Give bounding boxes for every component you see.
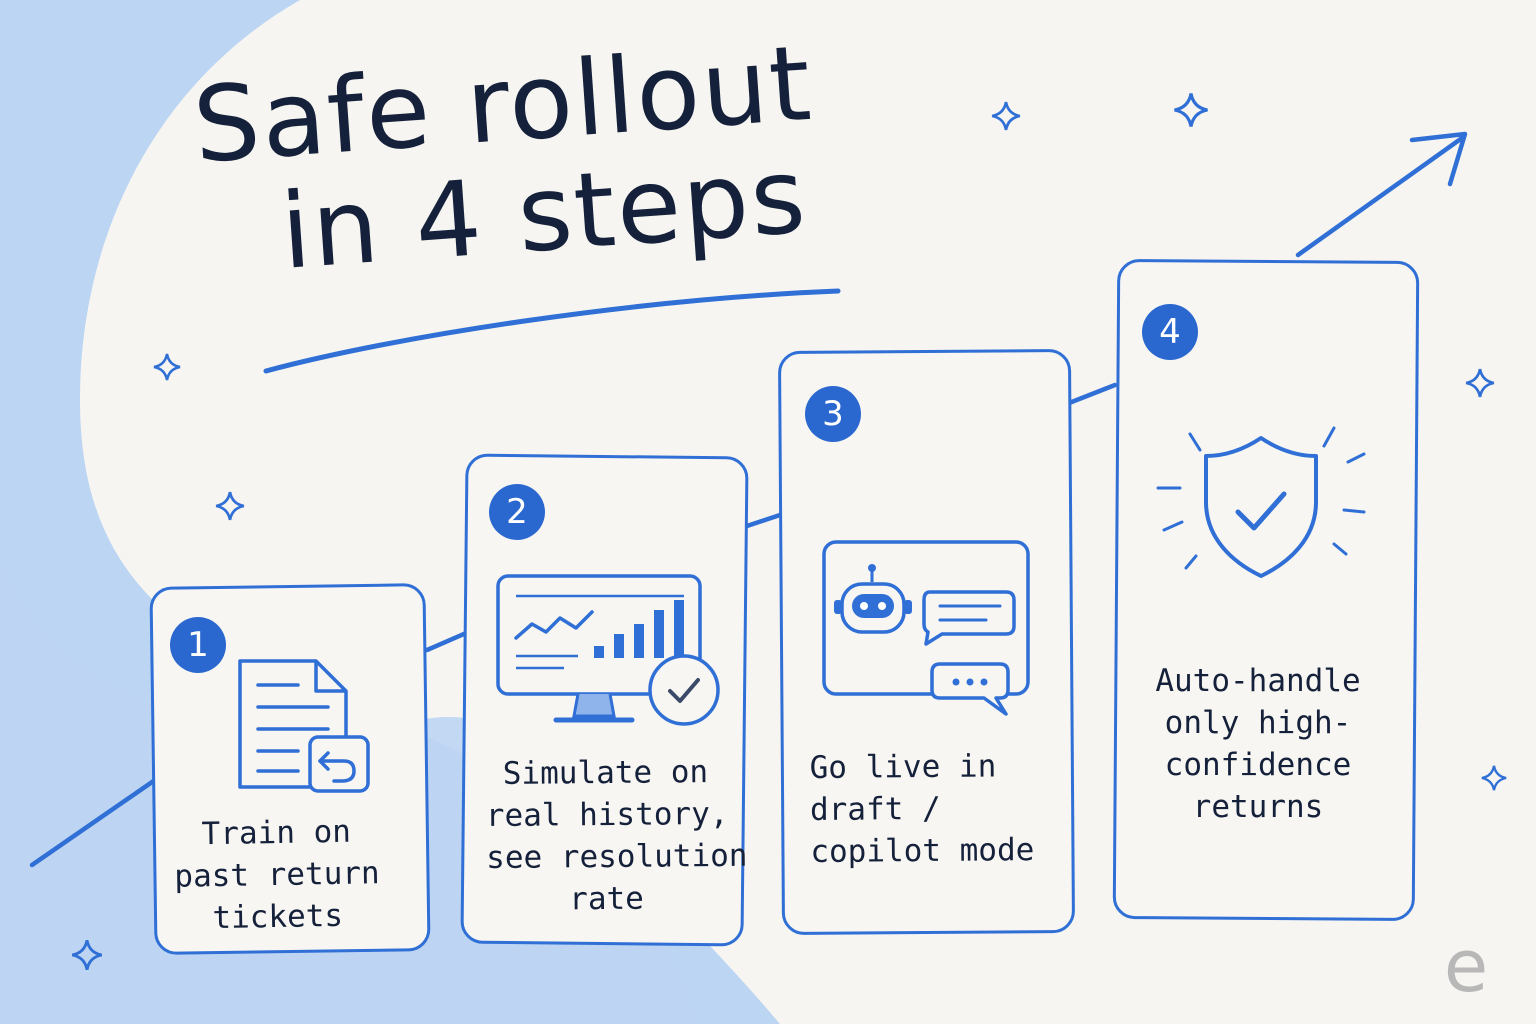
step-number-badge-2: 2 xyxy=(489,484,545,540)
sparkle-icon xyxy=(71,939,103,971)
step-label-line: draft / xyxy=(809,790,941,829)
sparkle-icon xyxy=(1481,765,1507,791)
step-label-line: confidence xyxy=(1164,747,1352,783)
step-label-line: Go live in xyxy=(809,748,997,787)
step-label-line: rate xyxy=(569,880,645,918)
step-number-badge-4: 4 xyxy=(1142,304,1198,360)
sparkle-icon xyxy=(1465,368,1495,398)
step-label-line: returns xyxy=(1192,789,1324,825)
step-label-line: see resolution xyxy=(486,837,748,877)
shield-check-icon xyxy=(1156,426,1366,578)
brand-logo-icon: e xyxy=(1443,924,1489,1008)
step-label-3: Go live in draft / copilot mode xyxy=(809,745,1046,873)
step-label-line: Train on xyxy=(201,813,352,853)
step-label-line: only high- xyxy=(1164,705,1352,741)
monitor-chart-check-icon xyxy=(496,574,720,726)
robot-chat-icon xyxy=(822,540,1030,716)
step-label-line: Simulate on xyxy=(502,754,709,792)
step-label-line: tickets xyxy=(212,897,344,937)
title-underline xyxy=(263,288,841,374)
sparkle-icon xyxy=(215,491,245,521)
step-label-line: copilot mode xyxy=(810,832,1035,871)
step-label-2: Simulate on real history, see resolution… xyxy=(485,751,748,921)
step-label-1: Train on past return tickets xyxy=(171,810,383,940)
step-number-badge-1: 1 xyxy=(170,617,226,673)
document-return-icon xyxy=(238,659,370,793)
step-number-badge-3: 3 xyxy=(805,386,861,442)
sparkle-icon xyxy=(1174,93,1208,127)
step-label-line: past return xyxy=(174,855,380,895)
step-label-line: real history, xyxy=(485,795,729,835)
sparkle-icon xyxy=(991,101,1021,131)
step-label-4: Auto-handle only high- confidence return… xyxy=(1140,660,1376,828)
step-label-line: Auto-handle xyxy=(1155,663,1361,699)
sparkle-icon xyxy=(153,353,181,381)
